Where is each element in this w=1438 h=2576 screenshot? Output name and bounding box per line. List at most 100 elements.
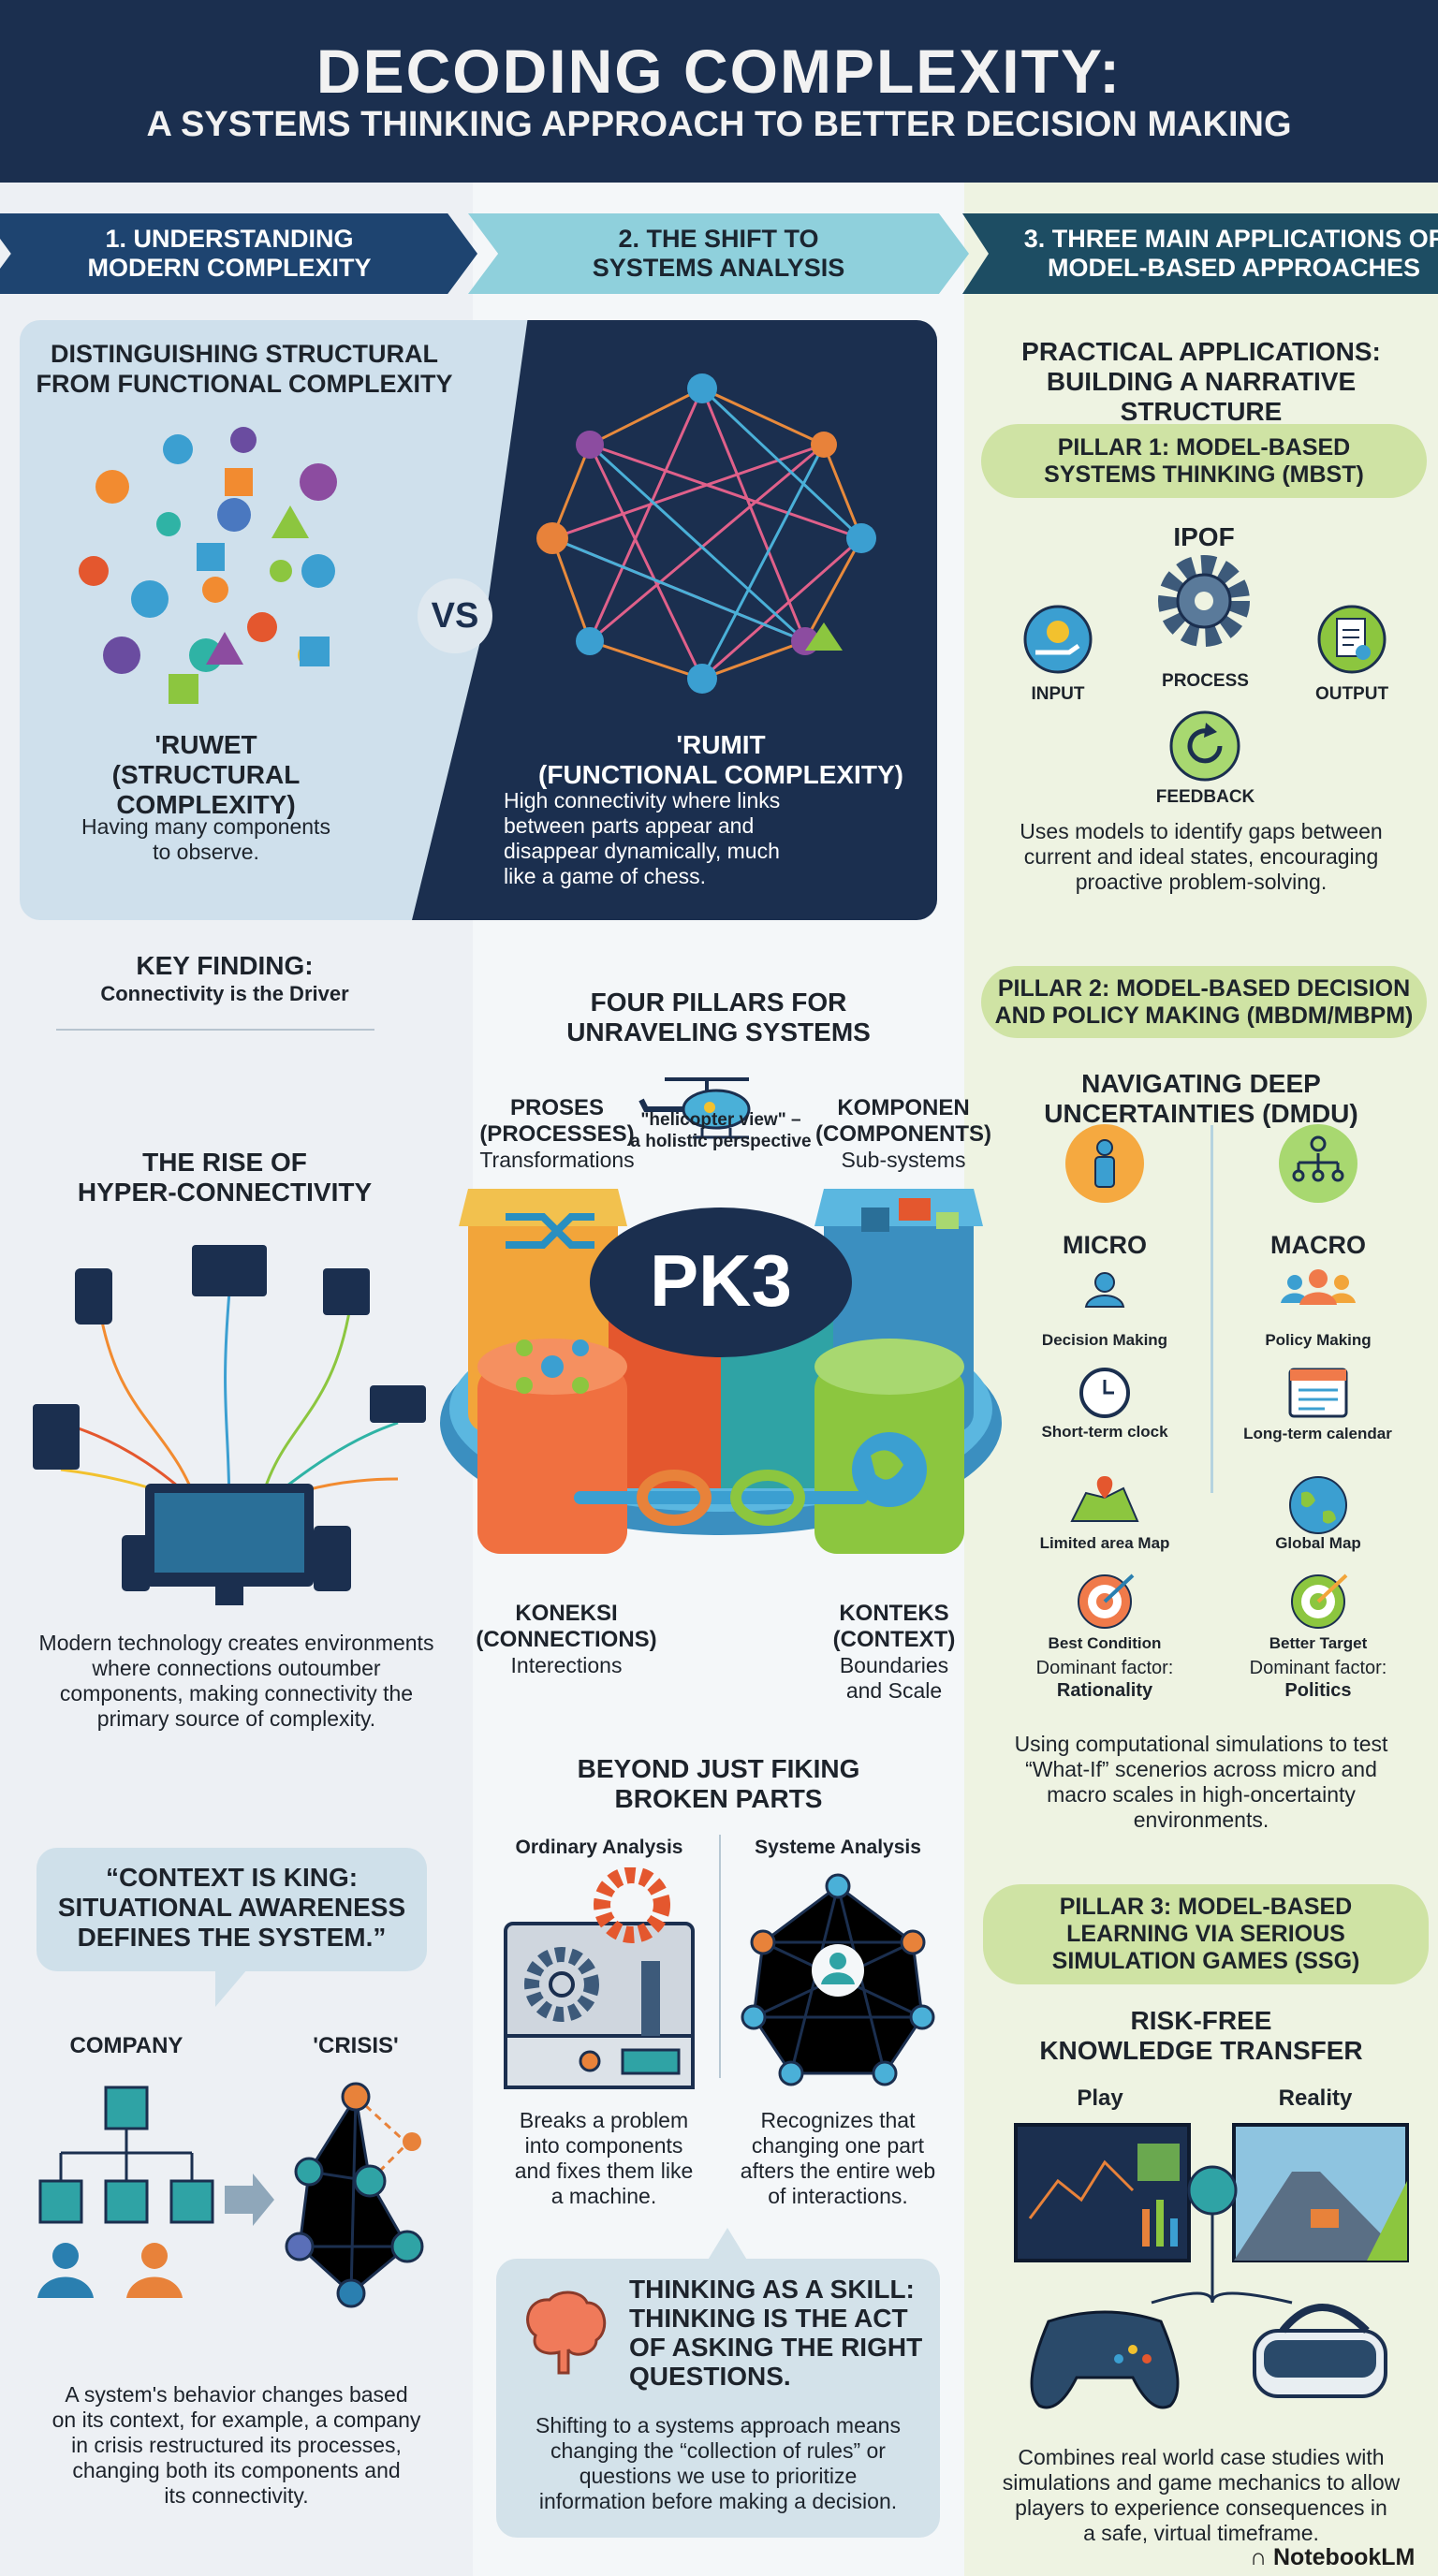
micro-person-icon	[1065, 1124, 1144, 1203]
micro-macro-divider	[1211, 1125, 1213, 1493]
micro-dominant-factor: Dominant factor:Rationality	[1035, 1658, 1174, 1701]
pk3-label: PK3	[650, 1239, 792, 1322]
komponen-label: KOMPONEN(COMPONENTS)Sub-systems	[815, 1095, 991, 1172]
macro-title: MACRO	[1270, 1231, 1366, 1259]
helicopter-view-text: "helicopter view" –a holistic perspectiv…	[630, 1110, 812, 1151]
process-label: PROCESS	[1162, 671, 1249, 691]
koneksi-label: KONEKSI(CONNECTIONS)Interections	[476, 1601, 657, 1677]
brain-icon	[526, 2291, 607, 2375]
macro-hierarchy-icon	[1279, 1124, 1357, 1203]
notebooklm-brand: ∩ NotebookLM	[1250, 2544, 1416, 2570]
banner-text: 2. THE SHIFT TO	[618, 225, 819, 253]
practical-title: PRACTICAL APPLICATIONS:BUILDING A NARRAT…	[1021, 337, 1381, 426]
banner-text: 3. THREE MAIN APPLICATIONS OF	[1023, 225, 1438, 253]
helicopter-icon	[638, 1077, 751, 1139]
divider	[56, 1029, 374, 1031]
banner-text: SYSTEMS ANALYSIS	[592, 254, 845, 282]
skill-box-pointer	[707, 2228, 748, 2261]
simulation-game-illustration	[1014, 2123, 1409, 2409]
input-label: INPUT	[1031, 684, 1085, 704]
policy-group-icon	[1281, 1269, 1356, 1305]
macro-dominant-factor: Dominant factor:Politics	[1249, 1658, 1387, 1701]
macro-item-4: Better Target	[1269, 1634, 1368, 1652]
play-label: Play	[1077, 2086, 1123, 2111]
banner-text: MODEL-BASED APPROACHES	[1047, 254, 1421, 282]
notebooklm-logo-icon: ∩	[1250, 2544, 1273, 2570]
micro-item-3: Limited area Map	[1039, 1534, 1170, 1552]
ipof-title: IPOF	[1173, 522, 1235, 551]
rumit-title: 'RUMIT(FUNCTIONAL COMPLEXITY)	[538, 730, 903, 789]
process-gear-icon	[1158, 555, 1250, 647]
connected-network-icon	[536, 373, 876, 694]
scattered-components-icon	[79, 427, 337, 704]
quote-bubble	[37, 1848, 427, 1971]
dmdu-description: Using computational simulations to test“…	[1014, 1732, 1388, 1832]
proses-label: PROSES(PROCESSES)Transformations	[479, 1095, 635, 1172]
globe-icon	[1289, 1476, 1347, 1534]
clock-icon	[1079, 1368, 1130, 1418]
micro-item-1: Decision Making	[1041, 1331, 1168, 1349]
pk3-pillars-diagram: PK3	[440, 1189, 1002, 1554]
crisis-label: 'CRISIS'	[313, 2033, 399, 2058]
better-target-icon	[1291, 1573, 1348, 1629]
company-crisis-diagram	[37, 2082, 424, 2308]
micro-item-2: Short-term clock	[1041, 1423, 1168, 1441]
quote-bubble-tail	[215, 1969, 247, 2007]
macro-item-1: Policy Making	[1265, 1331, 1372, 1349]
calendar-icon	[1288, 1368, 1348, 1418]
banner-text: 1. UNDERSTANDING	[105, 225, 354, 253]
key-finding-text: Connectivity is the Driver	[100, 982, 349, 1005]
systeme-analysis-title: Systeme Analysis	[755, 1837, 921, 1858]
banner-text: MODERN COMPLEXITY	[87, 254, 372, 282]
decision-maker-icon	[1084, 1272, 1125, 1308]
company-label: COMPANY	[69, 2033, 183, 2058]
feedback-icon	[1169, 710, 1240, 782]
vs-badge: VS	[418, 578, 492, 653]
page-title: DECODING COMPLEXITY:	[315, 37, 1123, 106]
output-label: OUTPUT	[1314, 684, 1389, 704]
area-map-icon	[1070, 1476, 1139, 1522]
micro-item-4: Best Condition	[1048, 1634, 1162, 1652]
page-subtitle: A SYSTEMS THINKING APPROACH TO BETTER DE…	[146, 105, 1292, 144]
output-icon	[1317, 605, 1387, 674]
macro-item-3: Global Map	[1275, 1534, 1361, 1552]
input-icon	[1023, 605, 1093, 674]
micro-title: MICRO	[1063, 1231, 1147, 1259]
target-icon	[1078, 1573, 1135, 1629]
divider	[719, 1835, 721, 2078]
header	[0, 0, 1438, 183]
reality-label: Reality	[1278, 2086, 1353, 2111]
machine-gears-icon	[504, 1867, 695, 2089]
hyper-connectivity-illustration	[33, 1245, 426, 1605]
ordinary-analysis-title: Ordinary Analysis	[515, 1837, 683, 1858]
key-finding-title: KEY FINDING:	[136, 951, 314, 980]
system-network-icon	[741, 1873, 935, 2086]
feedback-label: FEEDBACK	[1155, 787, 1255, 807]
macro-item-2: Long-term calendar	[1243, 1425, 1392, 1442]
